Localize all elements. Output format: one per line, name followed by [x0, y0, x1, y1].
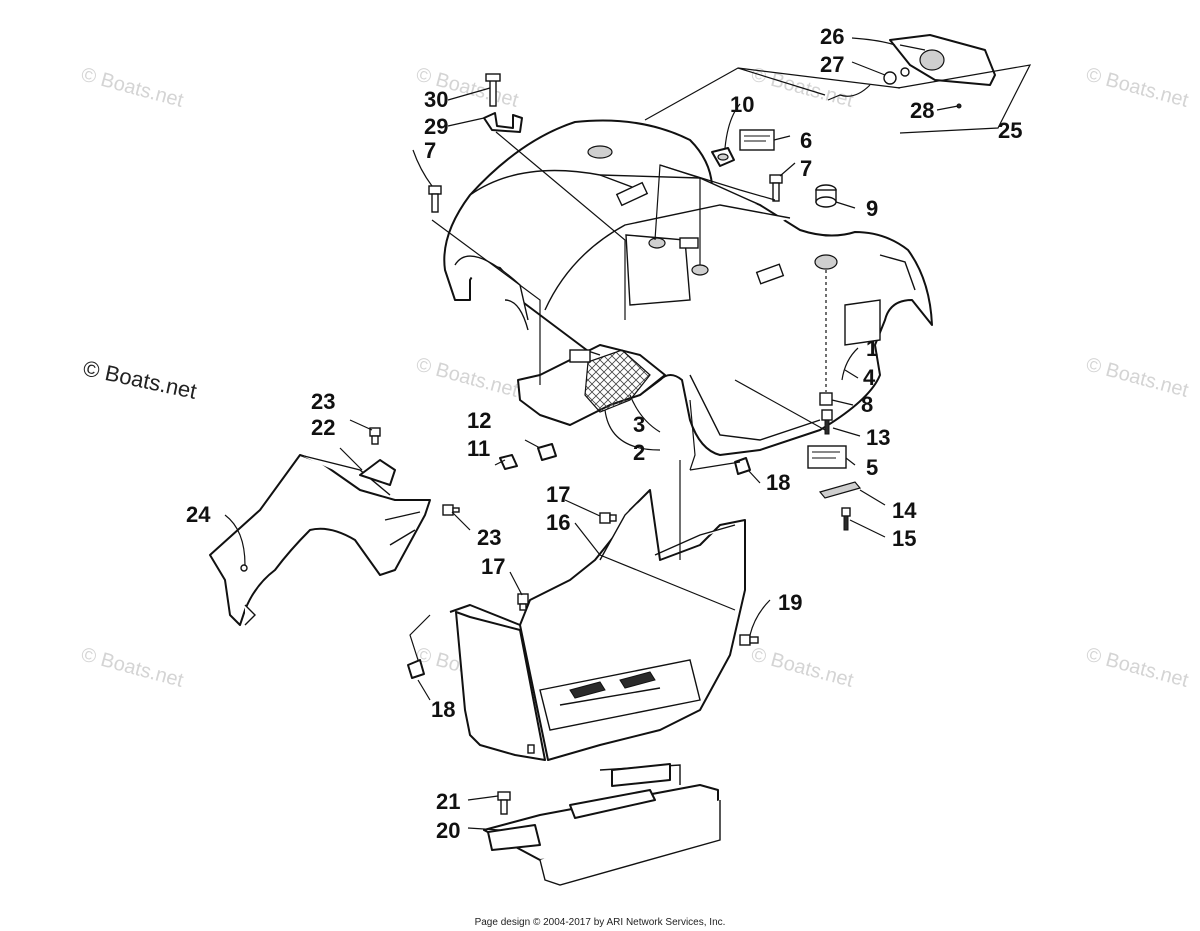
callout-21: 21 — [436, 789, 460, 814]
clip-11 — [499, 454, 518, 470]
tail-light-assembly — [737, 34, 1032, 134]
side-panel-22-24 — [209, 454, 431, 626]
screw-17-mid — [517, 593, 529, 611]
strip-14 — [818, 481, 862, 499]
watermark: © Boats.net — [1084, 64, 1191, 112]
step-bracket-20 — [483, 763, 721, 886]
bolt-7-left — [428, 185, 442, 213]
callout-17: 17 — [481, 554, 505, 579]
callout-3: 3 — [633, 412, 645, 437]
callout-4: 4 — [863, 365, 876, 390]
callout-11: 11 — [467, 436, 490, 461]
bolt-7-right — [769, 174, 783, 202]
rear-fender — [443, 119, 933, 456]
callout-25: 25 — [998, 118, 1022, 143]
callout-7: 7 — [424, 138, 436, 163]
callout-13: 13 — [866, 425, 890, 450]
callout-24: 24 — [186, 502, 211, 527]
footwell-16 — [449, 489, 746, 761]
callout-27: 27 — [820, 52, 844, 77]
watermark: © Boats.net — [749, 644, 856, 692]
callout-5: 5 — [866, 455, 878, 480]
nut-10 — [711, 147, 735, 167]
decal-5 — [807, 445, 847, 469]
screw-23-top — [369, 427, 381, 445]
watermark: © Boats.net — [1084, 354, 1191, 402]
callout-10: 10 — [730, 92, 754, 117]
watermark: © Boats.net — [414, 354, 521, 402]
clip-12 — [537, 443, 557, 461]
fastener-8-13 — [819, 270, 833, 435]
callout-26: 26 — [820, 24, 844, 49]
callout-23: 23 — [311, 389, 335, 414]
screw-19 — [739, 634, 759, 646]
callout-23: 23 — [477, 525, 501, 550]
screw-15 — [841, 507, 851, 531]
callout-19: 19 — [778, 590, 802, 615]
decal-6 — [739, 129, 775, 151]
nut-18-left — [407, 659, 425, 679]
callout-12: 12 — [467, 408, 491, 433]
callout-22: 22 — [311, 415, 335, 440]
nut-18-right — [734, 457, 751, 475]
callout-8: 8 — [861, 392, 873, 417]
callout-18: 18 — [766, 470, 790, 495]
callout-6: 6 — [800, 128, 812, 153]
callout-7: 7 — [800, 156, 812, 181]
callout-29: 29 — [424, 114, 448, 139]
bolt-21 — [497, 791, 511, 815]
callout-9: 9 — [866, 196, 878, 221]
bracket-29-30 — [483, 73, 523, 133]
watermark: © Boats.net — [1084, 644, 1191, 692]
watermark-dark: © Boats.net — [81, 355, 199, 403]
callout-1: 1 — [866, 336, 878, 361]
callout-2: 2 — [633, 440, 645, 465]
watermark: © Boats.net — [79, 64, 186, 112]
callout-18: 18 — [431, 697, 455, 722]
watermark: © Boats.net — [79, 644, 186, 692]
callout-15: 15 — [892, 526, 916, 551]
grommet-9 — [815, 184, 837, 208]
page-footer: Page design © 2004-2017 by ARI Network S… — [474, 917, 726, 928]
callout-17: 17 — [546, 482, 570, 507]
callout-16: 16 — [546, 510, 570, 535]
callout-30: 30 — [424, 87, 448, 112]
screw-17-top — [599, 512, 617, 524]
callout-14: 14 — [892, 498, 917, 523]
callout-20: 20 — [436, 818, 460, 843]
callout-28: 28 — [910, 98, 934, 123]
leader-lines — [224, 37, 959, 831]
callout-labels: 1 2 3 4 5 6 7 7 8 9 10 11 12 13 14 15 16… — [186, 24, 1022, 843]
screw-23-right — [442, 504, 460, 516]
